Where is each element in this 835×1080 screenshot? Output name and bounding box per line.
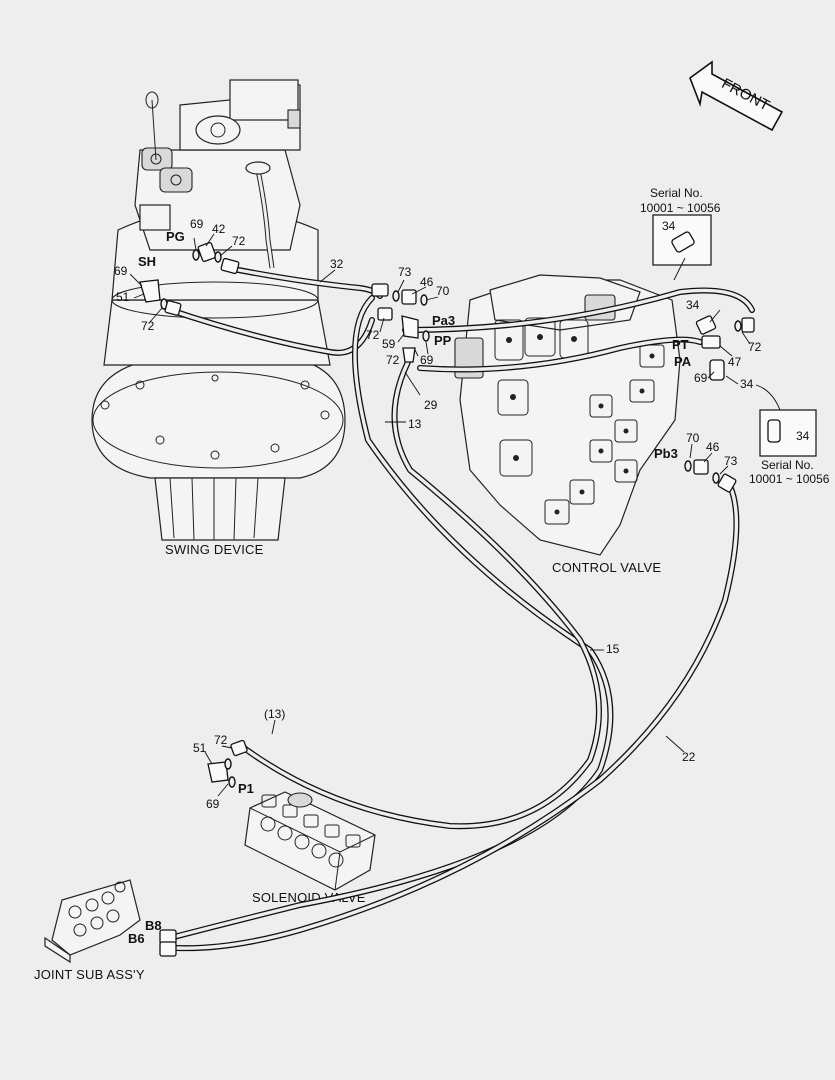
- callout-51-sh: 51: [116, 290, 130, 304]
- callout-69-pp: 69: [420, 353, 434, 367]
- callout-29: 29: [424, 398, 438, 412]
- callout-72-cv: 72: [366, 328, 380, 342]
- callout-47: 47: [728, 355, 742, 369]
- port-pb3: Pb3: [654, 446, 678, 461]
- callout-34-pt: 34: [686, 298, 700, 312]
- leader-lines: [129, 233, 751, 797]
- serial-box-1-title: Serial No.: [650, 186, 703, 200]
- callout-22: 22: [682, 750, 696, 764]
- hose-15: [167, 295, 614, 941]
- port-b6: B6: [128, 931, 145, 946]
- callout-13-ref: (13): [264, 707, 285, 721]
- serial-box-2-title: Serial No.: [761, 458, 814, 472]
- hose-pa-pt: [402, 287, 755, 333]
- joint-sub-assy: [44, 879, 141, 964]
- callout-72-pt: 72: [748, 340, 762, 354]
- callout-69-pa: 69: [694, 371, 708, 385]
- serial-box-1: Serial No. 10001 ~ 10056 34: [640, 186, 721, 281]
- port-pt: PT: [672, 337, 689, 352]
- joint-sub-assy-label: JOINT SUB ASS'Y: [34, 967, 145, 982]
- port-sh: SH: [138, 254, 156, 269]
- callout-46-cv: 46: [420, 275, 434, 289]
- callout-69-pg: 69: [190, 217, 204, 231]
- callout-72-pp: 72: [386, 353, 400, 367]
- front-arrow: FRONT: [689, 60, 784, 132]
- callout-15: 15: [606, 642, 620, 656]
- port-pp: PP: [434, 333, 452, 348]
- control-valve-label: CONTROL VALVE: [552, 560, 661, 575]
- serial-box-1-part: 34: [662, 219, 676, 233]
- callout-34-pa: 34: [740, 377, 754, 391]
- port-pa: PA: [674, 354, 692, 369]
- solenoid-valve: [244, 791, 376, 891]
- serial-box-2: 34 Serial No. 10001 ~ 10056: [749, 384, 830, 486]
- hose-13: [167, 307, 375, 356]
- callout-70-cv: 70: [436, 284, 450, 298]
- callout-72-sh: 72: [141, 319, 155, 333]
- callout-70-pb: 70: [686, 431, 700, 445]
- port-b8: B8: [145, 918, 162, 933]
- swing-device-label: SWING DEVICE: [165, 542, 264, 557]
- callout-46-pb: 46: [706, 440, 720, 454]
- callout-51-sol: 51: [193, 741, 207, 755]
- callout-numbers: 69 42 72 69 51 72 32 73 46 70 72 59 72 6…: [114, 217, 762, 811]
- callout-73-cv: 73: [398, 265, 412, 279]
- hose-15b: [237, 359, 602, 830]
- callout-32: 32: [330, 257, 344, 271]
- swing-device: [91, 79, 346, 541]
- callout-42: 42: [212, 222, 226, 236]
- callout-13: 13: [408, 417, 422, 431]
- serial-box-2-part: 34: [796, 429, 810, 443]
- port-pa3: Pa3: [432, 313, 455, 328]
- callout-73-pb: 73: [724, 454, 738, 468]
- callout-69-sol: 69: [206, 797, 220, 811]
- callout-72-sol: 72: [214, 733, 228, 747]
- port-pg: PG: [166, 229, 185, 244]
- callout-69-sh: 69: [114, 264, 128, 278]
- fittings: [139, 242, 755, 957]
- callout-72-pg: 72: [232, 234, 246, 248]
- hose-29: [417, 336, 703, 373]
- serial-box-1-range: 10001 ~ 10056: [640, 201, 721, 215]
- port-p1: P1: [238, 781, 254, 796]
- port-labels: PG SH Pa3 PP PT PA Pb3 P1 B8 B6: [128, 229, 692, 946]
- hose-22: [173, 483, 740, 952]
- callout-59: 59: [382, 337, 396, 351]
- solenoid-valve-label: SOLENOID VALVE: [252, 890, 366, 905]
- serial-box-2-range: 10001 ~ 10056: [749, 472, 830, 486]
